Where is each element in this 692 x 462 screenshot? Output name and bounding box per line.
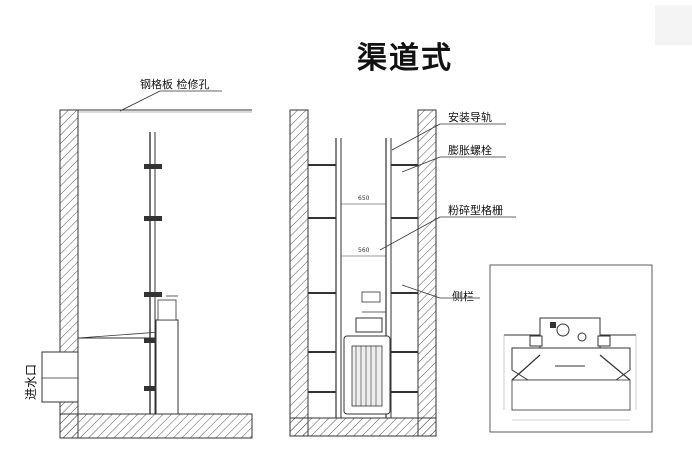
label-side-rail: 侧栏 bbox=[452, 289, 474, 303]
left-floor bbox=[59, 413, 253, 439]
dimension-upper: 650 bbox=[358, 195, 370, 202]
inlet-opening bbox=[41, 351, 79, 403]
label-inlet: 进水口 bbox=[24, 364, 38, 400]
diagram-title: 渠道式 bbox=[357, 41, 453, 76]
middle-left-wall bbox=[289, 109, 309, 437]
dimension-lower: 560 bbox=[358, 247, 370, 254]
middle-floor bbox=[289, 417, 437, 437]
middle-right-wall bbox=[417, 109, 437, 437]
left-section-view: 钢格板 检修孔 进水口 bbox=[24, 77, 253, 439]
label-guide-rail: 安装导轨 bbox=[448, 110, 492, 124]
crusher-side-unit bbox=[155, 319, 179, 415]
label-grating-manhole: 钢格板 检修孔 bbox=[140, 77, 210, 91]
label-crusher-grille: 粉碎型格栅 bbox=[448, 203, 503, 217]
crusher-grille-unit bbox=[343, 291, 391, 415]
right-detail-view bbox=[489, 264, 653, 433]
middle-section-view: 650 560 安装导轨 膨胀螺栓 粉碎型格栅 bbox=[289, 109, 516, 437]
label-expansion-bolt: 膨胀螺栓 bbox=[448, 143, 492, 157]
